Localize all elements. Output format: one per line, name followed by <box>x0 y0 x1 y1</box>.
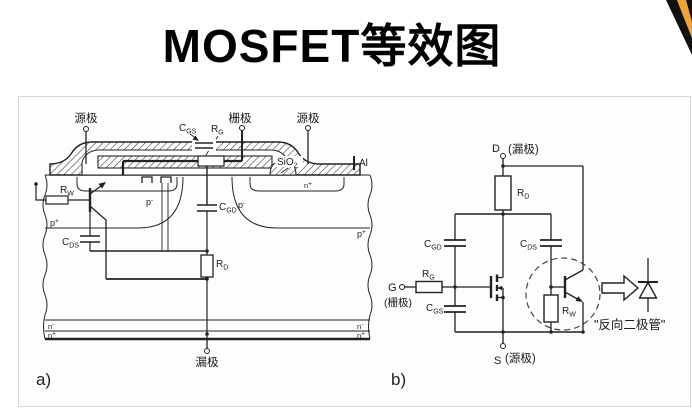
label-p-minus-mid: p- <box>238 200 245 210</box>
resistor-rw <box>543 294 559 334</box>
page-title: MOSFET等效图 <box>162 20 502 72</box>
capacitor-cgd <box>444 214 466 287</box>
label-rw: RW <box>562 306 576 319</box>
capacitor-cds <box>80 212 100 251</box>
label-cgs: CGS <box>426 303 444 316</box>
ribbon-stripe-orange <box>677 0 692 38</box>
ribbon-stripe-black-outer <box>666 0 692 55</box>
label-sio2: SiO2 <box>275 156 303 174</box>
source-terminal-left <box>83 126 89 164</box>
source-terminal-right <box>305 125 311 164</box>
mosfet-symbol <box>489 214 505 332</box>
label-p-plus-left: p+ <box>50 218 59 228</box>
capacitor-cgs <box>444 287 466 332</box>
label-source-name: (源极) <box>505 351 536 365</box>
gate-branch <box>399 280 491 294</box>
figure-a-caption: a) <box>36 370 52 389</box>
label-cds: CDS <box>62 237 79 250</box>
label-source-letter: S <box>494 355 501 367</box>
parasitic-bjt-symbol <box>88 182 107 279</box>
circuit-wiring <box>455 158 585 334</box>
figure-a-diagram: 源极 栅极 源极 CGS RG Al SiO2 n+ p- p- p+ p+ R… <box>34 111 373 369</box>
label-rd: RD <box>517 188 529 201</box>
figure-b-diagram: D (漏极) RD CGD CDS G (栅极) RG CGS RW S (源极… <box>384 142 665 367</box>
source-terminal <box>500 332 506 349</box>
label-n-minus-right: n- <box>357 322 363 332</box>
dashed-highlight-circle <box>525 257 601 331</box>
parasitic-bjt-symbol <box>551 269 584 332</box>
diode-symbol <box>638 258 658 312</box>
label-n-minus-left: n- <box>48 322 54 332</box>
drain-terminal <box>500 153 506 159</box>
label-cgd: CGD <box>219 202 237 215</box>
drain-terminal <box>204 339 210 354</box>
label-cgd: CGD <box>424 239 442 252</box>
label-rg: RG <box>422 269 435 282</box>
doped-region-boundaries <box>45 176 370 229</box>
resistor-rg <box>415 280 443 294</box>
label-reverse-diode-annotation: "反向二极管" <box>594 317 665 332</box>
label-gate-letter: G <box>388 282 397 294</box>
capacitor-cgs-plates <box>189 133 216 151</box>
label-gate-name: (栅极) <box>384 296 412 309</box>
label-p-minus-left: p- <box>146 197 153 207</box>
svg-text:SiO2: SiO2 <box>277 157 298 170</box>
label-p-plus-right: p+ <box>357 229 366 239</box>
label-rd: RD <box>216 259 228 272</box>
internal-wiring <box>90 249 209 281</box>
label-cds: CDS <box>520 239 537 252</box>
label-gate-terminal: 栅极 <box>229 111 252 125</box>
label-source-left: 源极 <box>75 111 98 125</box>
resistor-rd <box>494 175 512 211</box>
label-source-right: 源极 <box>297 111 320 125</box>
label-drain-letter: D <box>492 143 500 155</box>
resistor-rd <box>200 254 214 339</box>
resistor-rw <box>34 182 90 205</box>
figure-b-caption: b) <box>391 370 407 389</box>
label-al: Al <box>359 158 368 169</box>
label-drain-name: (漏极) <box>508 142 539 156</box>
label-cgs: CGS <box>179 123 197 136</box>
label-n-plus-top: n+ <box>304 181 312 191</box>
ribbon-stripe-black-inner <box>686 0 692 22</box>
capacitor-cgd <box>197 204 217 255</box>
capacitor-cds <box>540 214 562 295</box>
label-drain: 漏极 <box>196 355 219 369</box>
label-n-plus-bottom-left: n+ <box>48 331 56 341</box>
label-rg: RG <box>211 124 224 137</box>
implies-arrow-icon <box>601 274 640 302</box>
label-n-plus-bottom-right: n+ <box>357 331 365 341</box>
corner-ribbon-decoration <box>666 0 692 55</box>
label-rw: RW <box>60 185 74 198</box>
gate-terminal <box>239 125 245 161</box>
